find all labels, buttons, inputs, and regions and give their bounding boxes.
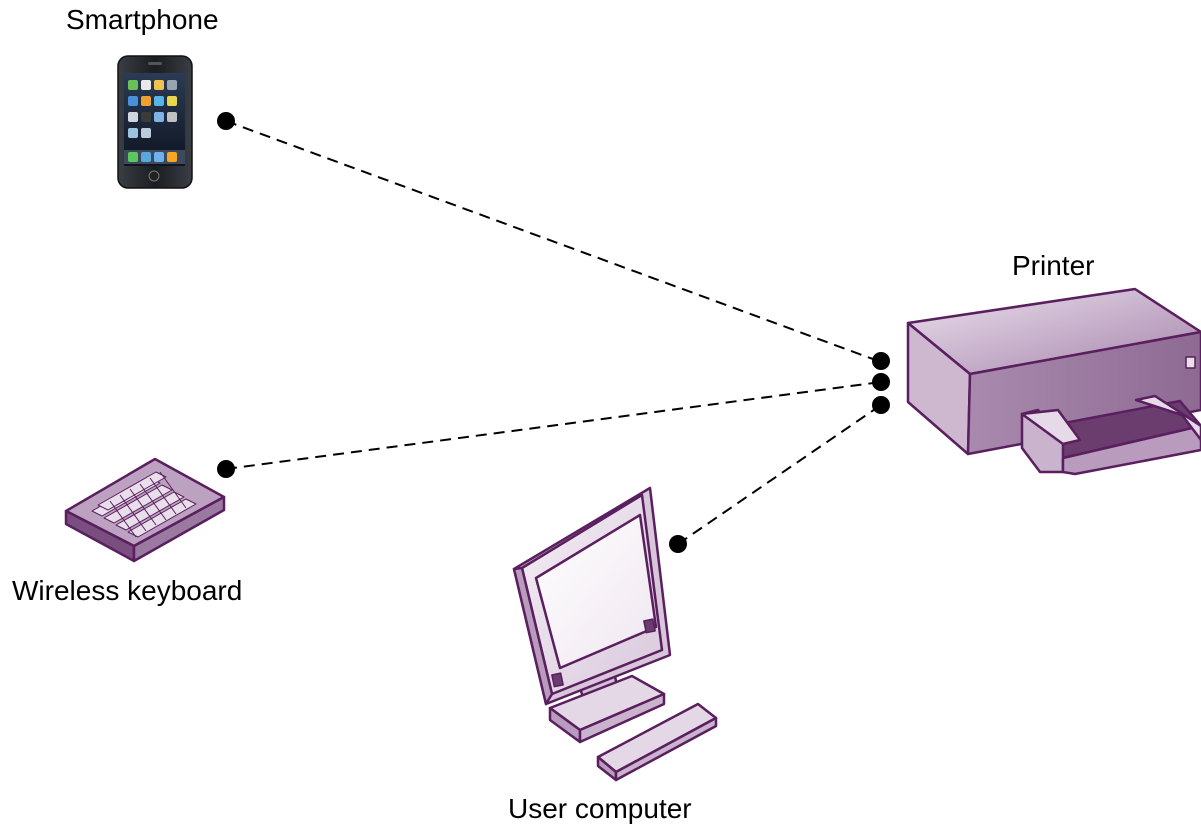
endpoint-dots bbox=[217, 112, 890, 553]
keyboard-icon bbox=[64, 457, 226, 563]
smartphone-label: Smartphone bbox=[66, 4, 219, 35]
printer-port-dot-2 bbox=[872, 373, 890, 391]
user-computer-label: User computer bbox=[508, 793, 692, 824]
keyboard-port-dot bbox=[217, 460, 235, 478]
app-grid bbox=[124, 80, 185, 164]
connection-lines bbox=[225, 120, 882, 545]
computer-icon bbox=[512, 486, 718, 782]
computer-port-dot bbox=[669, 535, 687, 553]
link-smartphone-printer bbox=[225, 120, 882, 363]
smartphone-port-dot bbox=[217, 112, 235, 130]
printer-label: Printer bbox=[1012, 250, 1095, 281]
printer-port-dot-3 bbox=[872, 396, 890, 414]
wireless-keyboard-label: Wireless keyboard bbox=[12, 575, 243, 606]
printer-port-dot-1 bbox=[872, 352, 890, 370]
smartphone-icon bbox=[117, 55, 193, 189]
printer-icon bbox=[906, 287, 1201, 476]
link-keyboard-printer bbox=[225, 381, 882, 470]
link-computer-printer bbox=[677, 404, 882, 545]
